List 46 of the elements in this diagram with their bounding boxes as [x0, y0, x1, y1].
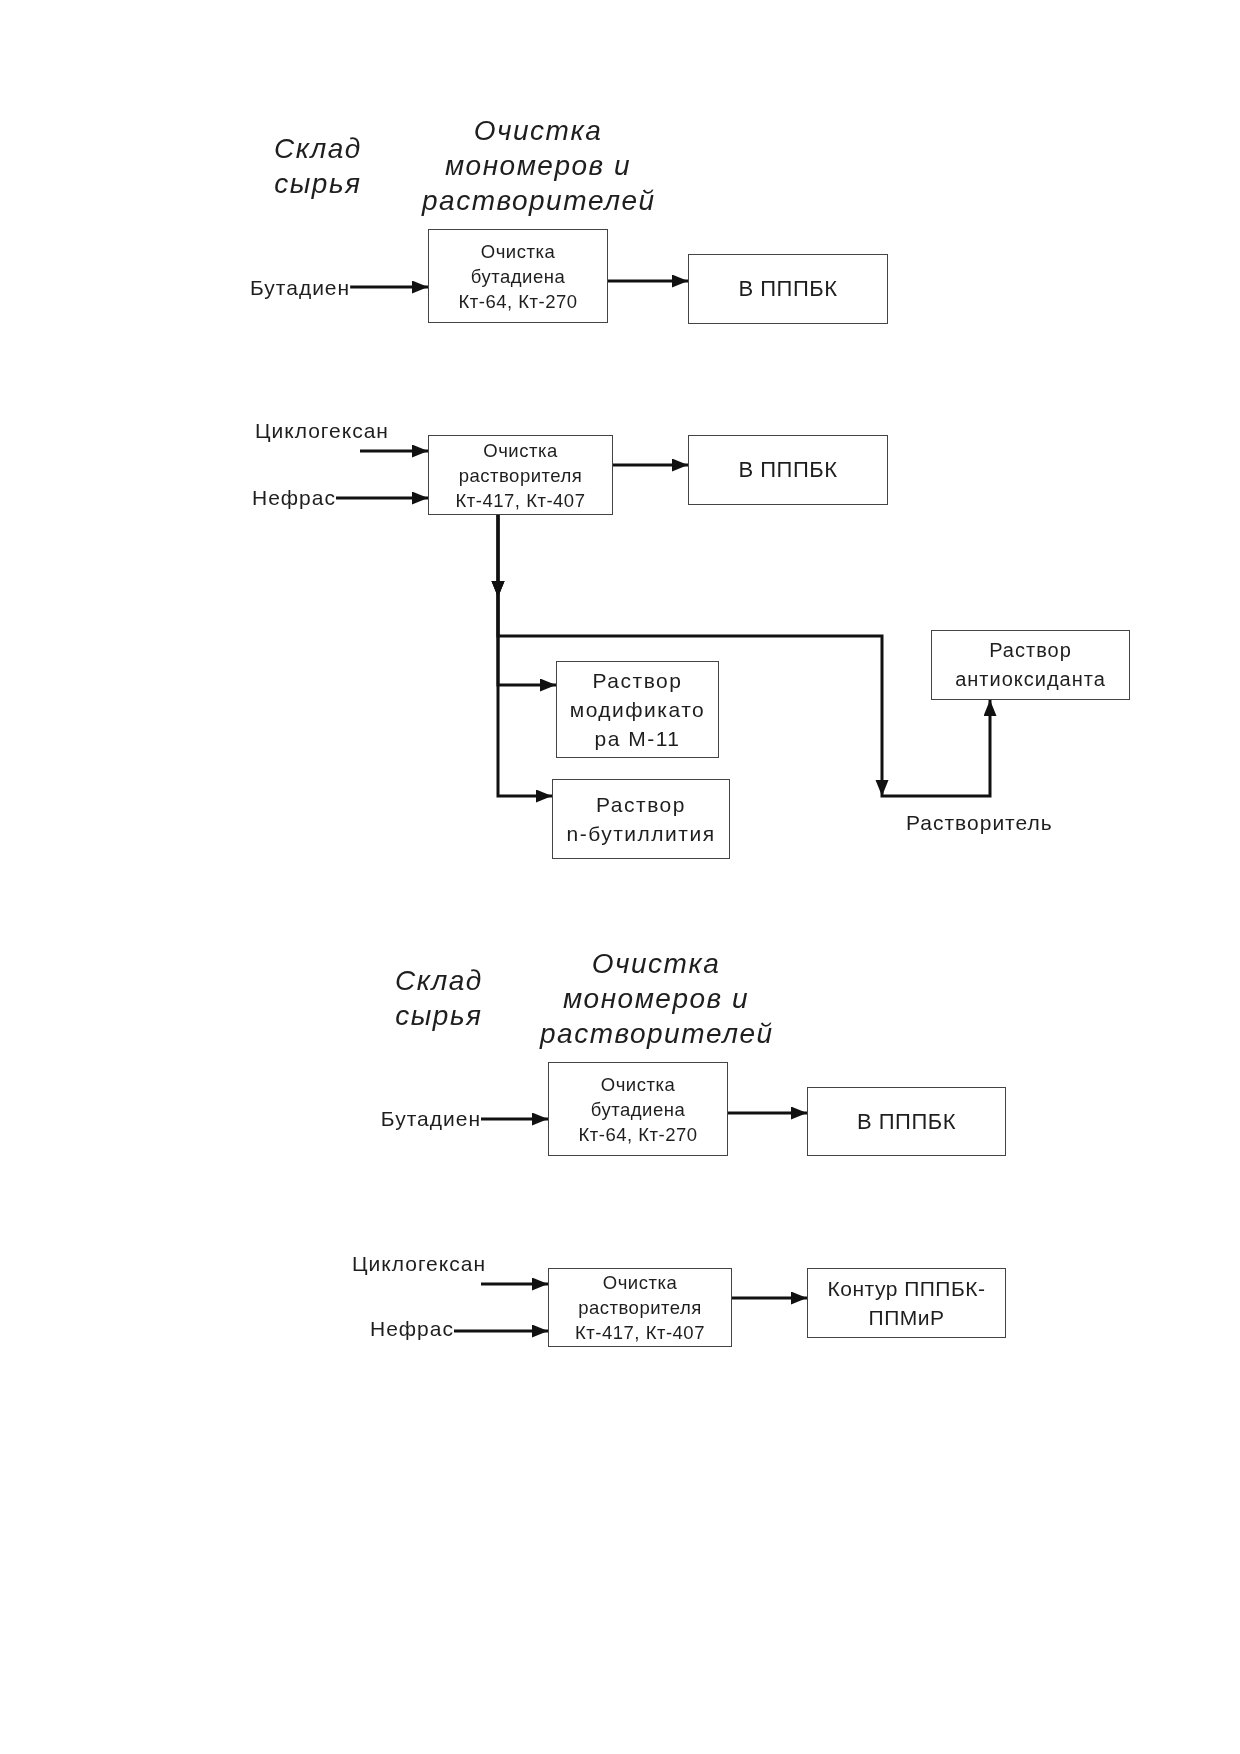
- process-box: [428, 229, 608, 323]
- flow-arrow: [732, 1291, 807, 1305]
- flow-arrow: [481, 1277, 548, 1291]
- column-heading: Склад сырья: [395, 964, 483, 1033]
- flow-arrow: [350, 280, 428, 294]
- stream-label: Циклогексан: [352, 1252, 486, 1284]
- process-box: [931, 630, 1130, 700]
- box-label: Раствор модификато ра М-11: [568, 668, 707, 752]
- column-heading: Очистка мономеров и растворителей: [422, 114, 654, 218]
- stream-label: Циклогексан: [255, 419, 389, 451]
- stream-label: Нефрас: [252, 486, 336, 510]
- flow-arrow: [360, 444, 428, 458]
- process-box: [807, 1268, 1006, 1338]
- catalyst-list: Кт-417, Кт-407: [575, 1320, 705, 1345]
- catalyst-list: Кт-64, Кт-270: [578, 1121, 698, 1147]
- box-label: В ПППБК: [738, 457, 838, 483]
- catalyst-list: Кт-64, Кт-270: [458, 288, 578, 314]
- process-box: [688, 254, 888, 324]
- stream-label: Нефрас: [370, 1317, 454, 1341]
- process-name: Очистка бутадиена: [589, 1072, 687, 1122]
- process-name: Очистка бутадиена: [469, 239, 567, 289]
- flow-arrow: [454, 1324, 548, 1338]
- box-label: В ПППБК: [738, 276, 838, 302]
- process-name: Очистка растворителя: [457, 438, 584, 488]
- flow-arrow: [481, 1112, 548, 1126]
- process-box: [807, 1087, 1006, 1156]
- column-heading: Очистка мономеров и растворителей: [540, 947, 772, 1051]
- column-heading: Склад сырья: [274, 132, 362, 201]
- box-label: В ПППБК: [857, 1108, 956, 1135]
- flow-arrow: [613, 458, 688, 472]
- process-name: Очистка растворителя: [577, 1271, 703, 1320]
- box-label: Контур ПППБК- ППМиР: [826, 1276, 987, 1331]
- box-label: Раствор n-бутиллития: [565, 792, 717, 847]
- stream-label: Бутадиен: [250, 276, 351, 300]
- process-box: [548, 1062, 728, 1156]
- box-label: Раствор антиоксиданта: [954, 638, 1107, 692]
- flow-arrow: [728, 1106, 807, 1120]
- process-box: [552, 779, 730, 859]
- flow-arrow: [608, 274, 688, 288]
- stream-label: Бутадиен: [380, 1107, 481, 1131]
- process-box: [428, 435, 613, 515]
- flow-arrow: [336, 491, 428, 505]
- process-box: [688, 435, 888, 505]
- catalyst-list: Кт-417, Кт-407: [455, 487, 586, 513]
- process-box: [548, 1268, 732, 1347]
- process-box: [556, 661, 719, 758]
